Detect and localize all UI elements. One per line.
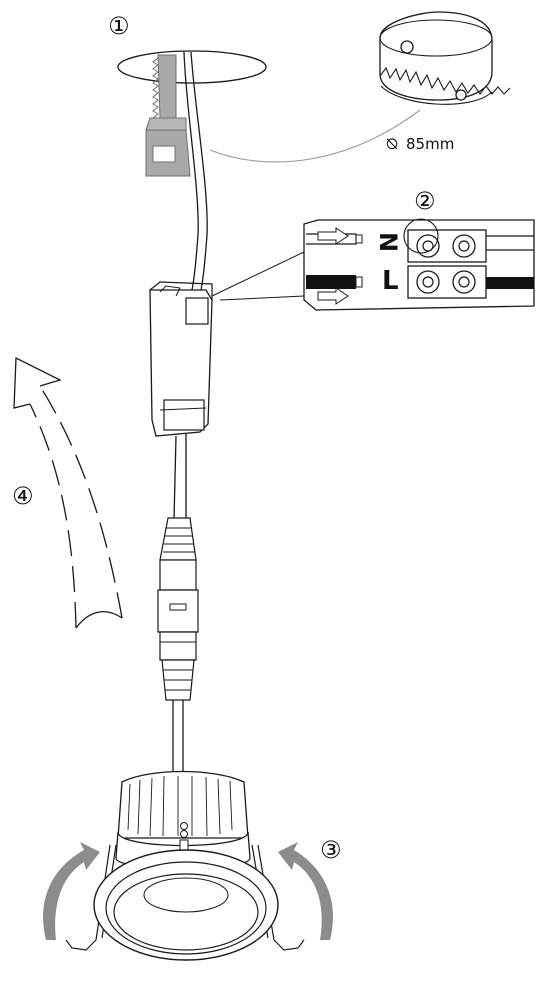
cable-connector bbox=[157, 517, 199, 701]
step-1-label: ① bbox=[108, 12, 130, 40]
live-wire bbox=[306, 275, 534, 289]
neutral-terminal-label: N bbox=[374, 231, 403, 253]
diameter-symbol: ⦰ bbox=[386, 135, 399, 153]
saw-icon bbox=[145, 54, 191, 177]
push-up-arrow-icon bbox=[13, 356, 123, 629]
driver-output-cable bbox=[173, 434, 187, 521]
insert-arrow-icon bbox=[317, 227, 349, 305]
cutout-diameter-label: 85mm bbox=[406, 135, 455, 153]
led-driver-box bbox=[149, 281, 213, 437]
live-terminal-block bbox=[407, 265, 487, 299]
supply-cable bbox=[183, 51, 208, 291]
hole-saw-icon bbox=[379, 11, 511, 105]
step-2-label: ② bbox=[414, 187, 436, 215]
neutral-terminal-block bbox=[403, 218, 487, 263]
curved-arrow-right-icon bbox=[278, 842, 333, 940]
step-4-label: ④ bbox=[12, 482, 34, 510]
ceiling-hole bbox=[117, 50, 267, 84]
downlight-fixture bbox=[65, 770, 305, 961]
cutout-leader-line bbox=[209, 109, 421, 163]
live-terminal-label: L bbox=[382, 266, 399, 296]
curved-arrow-left-icon bbox=[43, 842, 100, 940]
lamp-cable bbox=[172, 700, 184, 776]
step-3-label: ③ bbox=[320, 836, 342, 864]
